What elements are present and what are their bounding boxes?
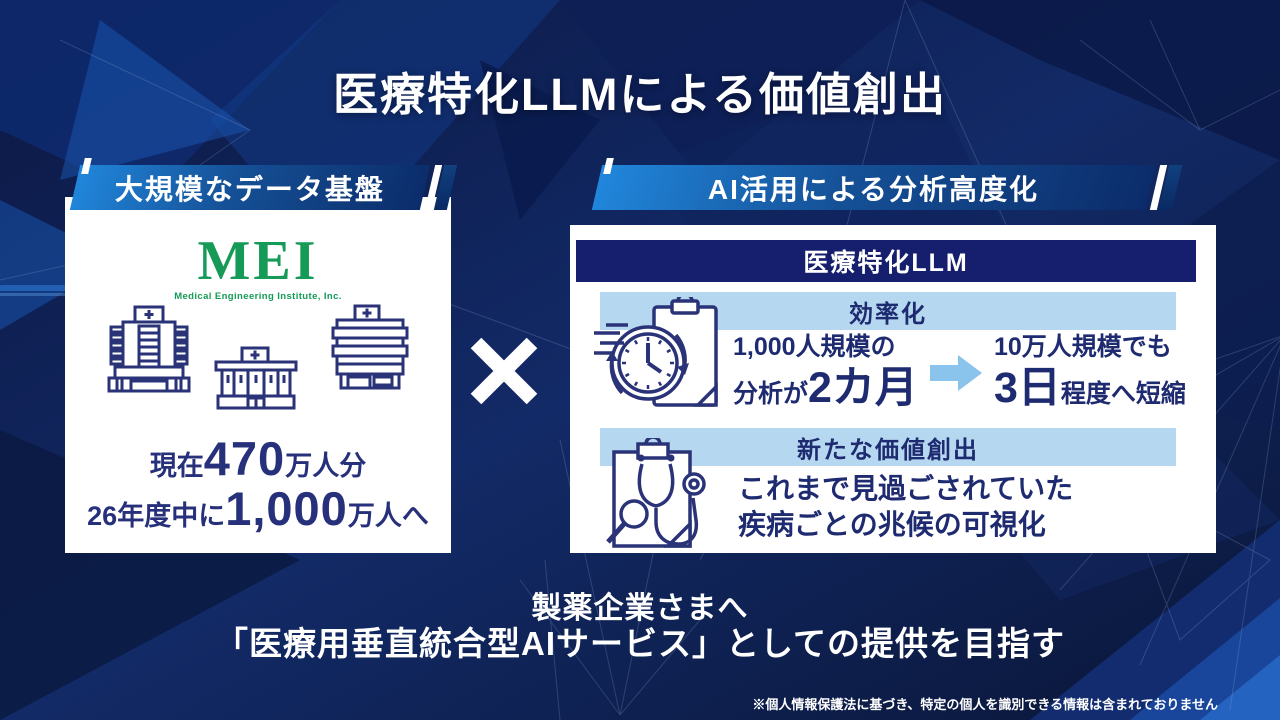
new-value-text: これまで見過ごされていた 疾病ごとの兆候の可視化 — [738, 471, 1073, 543]
after-suffix: 程度へ短縮 — [1060, 380, 1186, 408]
before-prefix: 分析が — [733, 380, 809, 408]
page-title: 医療特化LLMによる価値創出 — [332, 69, 948, 120]
after-column: 10万人規模でも 3日程度へ短縮 — [994, 327, 1186, 410]
before-value: 2カ月 — [808, 364, 918, 412]
ribbon-bar: 大規模なデータ基盤 — [69, 165, 431, 210]
before-line1: 1,000人規模の — [733, 333, 896, 361]
privacy-footnote: ※個人情報保護法に基づき、特定の個人を識別できる情報は含まれておりません — [752, 697, 1218, 712]
after-value: 3日 — [993, 364, 1061, 412]
stat2-suffix: 万人へ — [347, 501, 429, 531]
footer-message-line1: 製薬企業さまへ — [531, 592, 749, 625]
speed-clock-clipboard-icon — [594, 297, 718, 407]
ribbon-bar: AI活用による分析高度化 — [591, 165, 1156, 210]
hospital-tower-icon — [107, 305, 191, 393]
new-value-band: 新たな価値創出 — [600, 428, 1176, 466]
left-header-label: 大規模なデータ基盤 — [114, 173, 385, 205]
after-line1: 10万人規模でも — [993, 333, 1172, 361]
right-header-label: AI活用による分析高度化 — [707, 173, 1040, 205]
mei-logo: MEI Medical Engineering Institute, Inc. — [65, 233, 451, 302]
llm-banner: 医療特化LLM — [576, 240, 1196, 282]
stethoscope-clipboard-icon — [606, 438, 706, 548]
mei-logo-text: MEI — [197, 230, 319, 292]
stat2-prefix: 26年度中に — [87, 501, 226, 531]
footer-message-line2: 「医療用垂直統合型AIサービス」としての提供を目指す — [214, 625, 1065, 662]
right-arrow-icon — [929, 355, 982, 391]
data-platform-card: MEI Medical Engineering Institute, Inc. — [65, 197, 451, 553]
stat1-suffix: 万人分 — [285, 451, 367, 481]
stat2-value: 1,000 — [225, 482, 348, 535]
stat1-prefix: 現在 — [149, 451, 204, 481]
multiply-icon — [470, 337, 538, 405]
new-value-line2: 疾病ごとの兆候の可視化 — [738, 509, 1046, 540]
new-value-line1: これまで見過ごされていた — [738, 473, 1074, 504]
mei-logo-subtext: Medical Engineering Institute, Inc. — [174, 291, 342, 302]
hospital-slab-icon — [331, 304, 409, 390]
hospital-building-icon — [214, 346, 298, 410]
stat1-value: 470 — [203, 432, 286, 485]
